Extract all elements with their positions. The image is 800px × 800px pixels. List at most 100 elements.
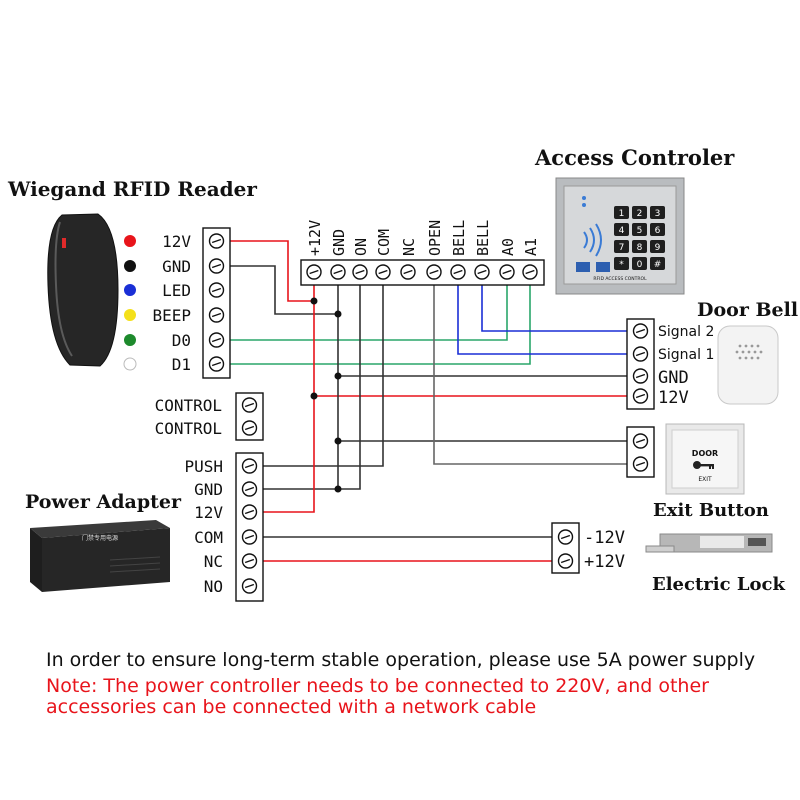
screw-terminal-icon (241, 458, 258, 474)
keypad-key: 6 (650, 223, 665, 236)
controller-pin-label: A1 (522, 238, 540, 256)
keypad-key-label: 8 (637, 243, 643, 253)
keypad-key-label: * (619, 260, 624, 270)
keypad-key-label: 0 (637, 260, 643, 270)
controller-pin-label: COM (375, 229, 393, 256)
junction (334, 485, 342, 493)
keypad-key: 4 (614, 223, 629, 236)
power-pin-label: PUSH (184, 457, 223, 476)
screw-terminal-icon (241, 529, 258, 545)
keypad-key: 1 (614, 206, 629, 219)
control-pin-label: CONTROL (155, 396, 222, 415)
controller-pin-label: BELL (474, 220, 492, 256)
screw-terminal-icon (306, 264, 322, 280)
power-pin-label: NC (204, 552, 223, 571)
reader-pin-label: GND (162, 257, 191, 276)
controller-pin-label: A0 (499, 238, 517, 256)
wire-bell-signal1 (457, 272, 627, 355)
power-pin-label: COM (194, 528, 223, 547)
wire-color-dot-icon (124, 284, 136, 296)
key-icon (693, 461, 714, 469)
controller-pin-label: NC (400, 238, 418, 256)
keypad-key: 5 (632, 223, 647, 236)
reader-led-icon (62, 238, 66, 248)
power-adapter-device: 门禁专用电源 (30, 520, 170, 592)
screw-terminal-icon (208, 307, 225, 323)
power-adapter-title: Power Adapter (25, 491, 182, 513)
exit-pins (632, 433, 649, 472)
status-light-icon (582, 196, 586, 200)
junction (334, 372, 342, 380)
screw-terminal-icon (499, 264, 515, 280)
screw-terminal-icon (400, 264, 416, 280)
status-light-icon (582, 203, 586, 207)
reader-pin-label: BEEP (152, 306, 191, 325)
keypad-key-label: 5 (637, 226, 643, 236)
keypad-key-label: 4 (619, 226, 625, 236)
controller-brand-label: RFID ACCESS CONTROL (593, 276, 647, 282)
screw-terminal-icon (352, 264, 368, 280)
doorbell-device (717, 325, 779, 405)
exit-button-title: Exit Button (653, 500, 769, 521)
wire-on-gnd (262, 272, 361, 490)
screw-terminal-icon (375, 264, 391, 280)
bell-badge-icon (596, 262, 610, 272)
lock-pins: -12V +12V (557, 528, 625, 572)
screw-terminal-icon (208, 356, 225, 372)
screw-terminal-icon (426, 264, 442, 280)
wire-color-dot-icon (124, 260, 136, 272)
controller-pin-label: BELL (450, 220, 468, 256)
wire-doorbell-12v (313, 301, 627, 397)
keypad-key: 2 (632, 206, 647, 219)
contactless-icon (583, 223, 602, 257)
screw-terminal-icon (241, 578, 258, 594)
wire-exit-open (433, 272, 627, 465)
control-pin-label: CONTROL (155, 419, 222, 438)
junction (334, 310, 342, 318)
doorbell-pin-label: Signal 1 (658, 347, 714, 363)
junction (334, 437, 342, 445)
power-pin-label: NO (204, 577, 223, 596)
doorbell-title: Door Bell (697, 299, 798, 321)
keypad-key-label: 7 (619, 243, 625, 253)
wire-bell-signal2 (481, 272, 627, 332)
screw-terminal-icon (632, 346, 649, 362)
screw-terminal-icon (632, 433, 649, 449)
reader-pin-label: LED (162, 281, 191, 300)
wire-color-dot-icon (124, 235, 136, 247)
wire-reader-d1 (230, 272, 531, 365)
screw-terminal-icon (632, 368, 649, 384)
controller-title: Access Controler (534, 145, 735, 170)
lock-pin-label: -12V (584, 528, 625, 548)
keypad-key-label: # (654, 260, 662, 270)
keypad-key-label: 1 (619, 209, 625, 219)
keypad-key: 7 (614, 240, 629, 253)
electric-lock-device (645, 533, 773, 553)
doorbell-pin-label: 12V (658, 388, 689, 408)
reader-pin-label: D0 (172, 331, 191, 350)
power-pin-label: 12V (194, 503, 223, 522)
wire-reader-gnd (230, 265, 339, 315)
wire-color-dot-icon (123, 357, 137, 371)
controller-pin-label: OPEN (426, 220, 444, 256)
screw-terminal-icon (632, 388, 649, 404)
rfid-reader-device (47, 213, 119, 367)
wire-color-dot-icon (124, 309, 136, 321)
reader-pin-label: D1 (172, 355, 191, 374)
keypad-key-label: 6 (655, 226, 661, 236)
warning-note-line1: Note: The power controller needs to be c… (46, 675, 709, 697)
reader-pin-label: 12V (162, 232, 191, 251)
screw-terminal-icon (208, 258, 225, 274)
screw-terminal-icon (632, 456, 649, 472)
lock-pin-label: +12V (584, 552, 625, 572)
reader-title: Wiegand RFID Reader (7, 177, 257, 201)
controller-pin-label: ON (352, 238, 370, 256)
screw-terminal-icon (241, 504, 258, 520)
wire-color-dot-icon (124, 334, 136, 346)
screw-terminal-icon (330, 264, 346, 280)
